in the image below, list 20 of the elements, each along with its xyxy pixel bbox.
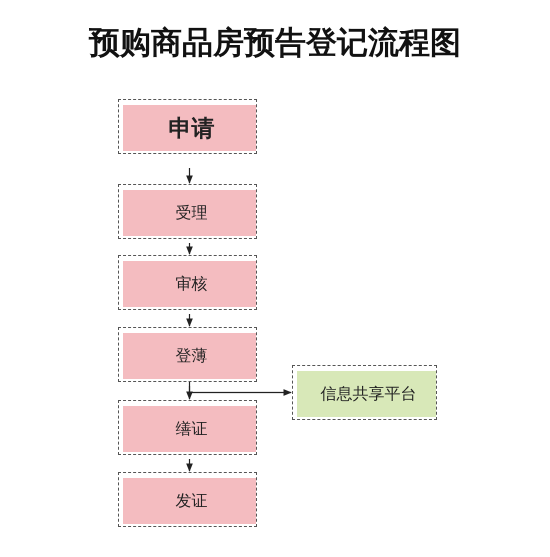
process-box [118, 99, 257, 154]
process-box [118, 184, 257, 239]
arrow [186, 243, 193, 255]
process-box [118, 255, 257, 310]
node-label: 登薄 [174, 346, 208, 366]
arrow [188, 382, 292, 396]
platform-box [292, 365, 437, 420]
process-box [118, 327, 257, 382]
node-label: 申请 [168, 114, 214, 144]
node-label: 缮证 [174, 418, 208, 440]
node-label: 审核 [174, 274, 208, 294]
node-label: 信息共享平台 [320, 384, 416, 404]
arrow [186, 459, 193, 472]
node-label: 受理 [174, 202, 208, 224]
process-box [118, 400, 257, 455]
node-label: 发证 [174, 490, 208, 512]
process-box [118, 472, 257, 527]
arrow [186, 168, 193, 184]
arrow [186, 314, 193, 327]
diagram-title: 预购商品房预告登记流程图 [88, 24, 462, 63]
